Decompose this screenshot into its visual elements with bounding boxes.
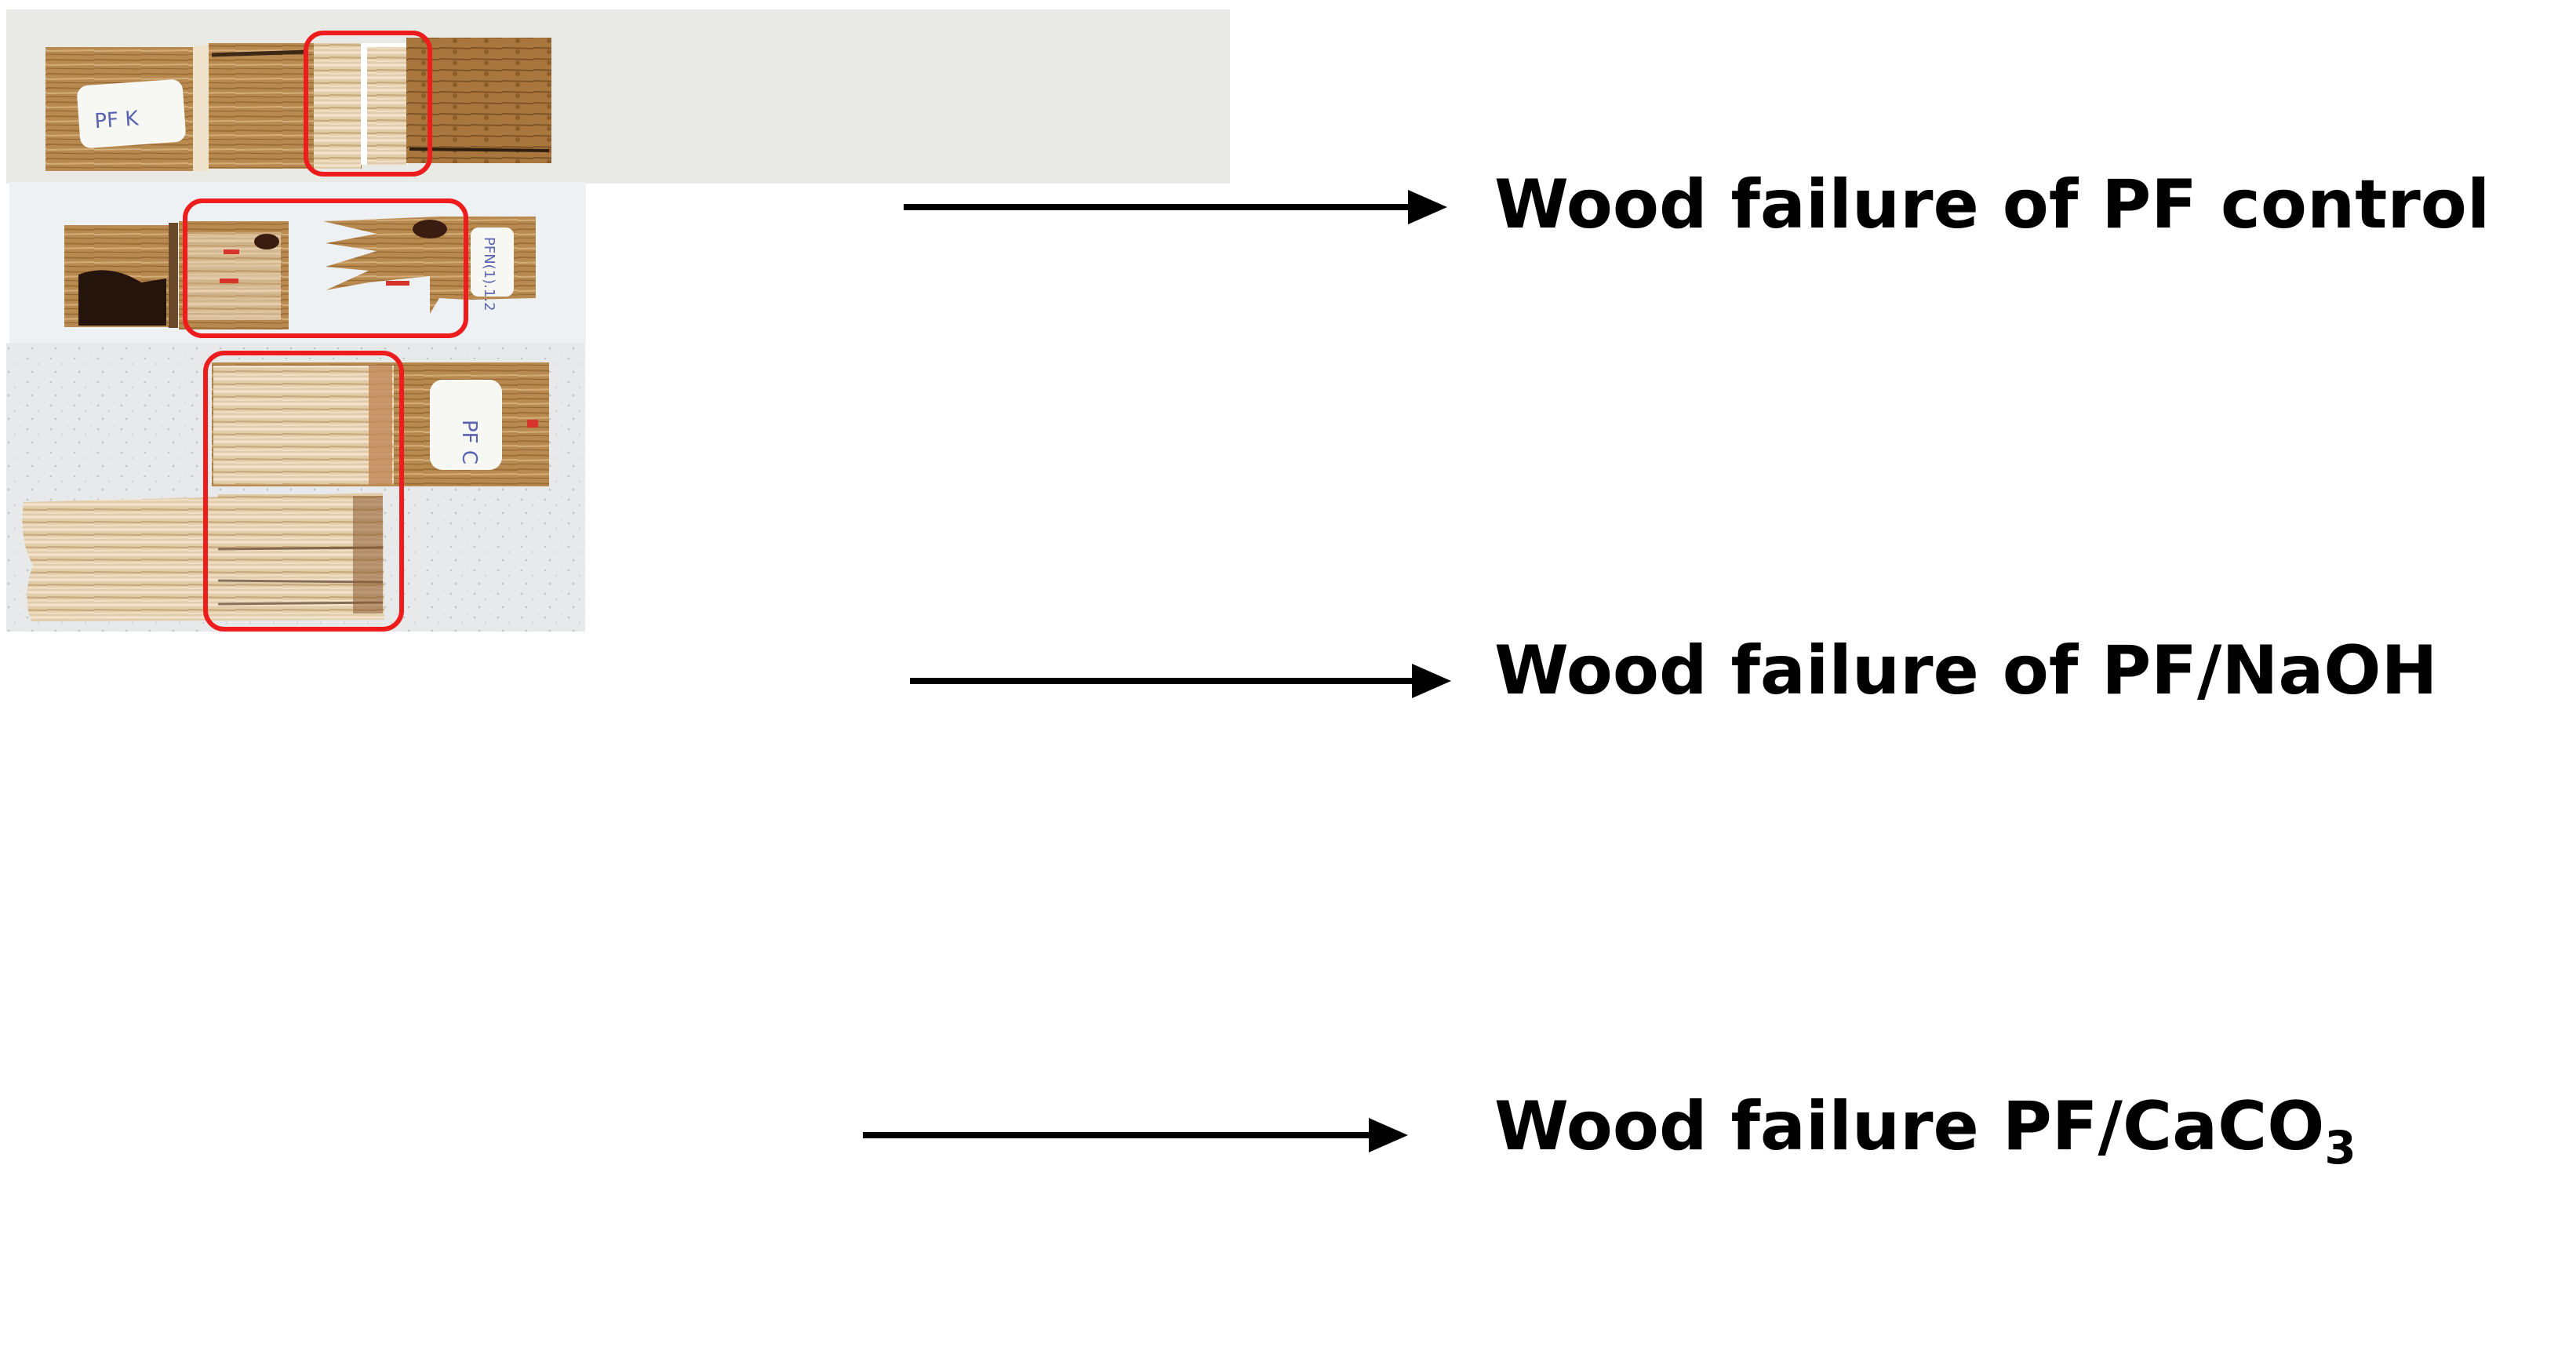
sample-label-pf-c: PF C <box>457 420 481 464</box>
highlight-box-pf-control <box>304 31 432 177</box>
arrow-pf-naoh <box>910 664 1451 698</box>
photo-pf-caco3: PF C <box>6 343 585 632</box>
highlight-box-pf-caco3 <box>203 351 404 632</box>
caption-pf-caco3-subscript: 3 <box>2324 1121 2356 1174</box>
photo-pf-control: PF K <box>6 9 1230 184</box>
sample-label-pf-naoh: PFN(1).1.2 <box>481 237 497 311</box>
caption-pf-control: Wood failure of PF control <box>1494 166 2490 244</box>
arrow-pf-caco3 <box>863 1118 1408 1152</box>
caption-pf-naoh: Wood failure of PF/NaOH <box>1494 632 2438 710</box>
sample-label-pf-k: PF K <box>94 107 140 133</box>
arrow-pf-control <box>904 190 1447 224</box>
caption-pf-caco3-text: Wood failure PF/CaCO <box>1494 1087 2325 1166</box>
highlight-box-pf-naoh <box>183 198 468 338</box>
photo-pf-naoh: PFN(1).1.2 <box>9 182 586 343</box>
caption-pf-caco3: Wood failure PF/CaCO3 <box>1494 1093 2356 1170</box>
specimen-photos: PF K PFN(1).1.2 PF C <box>6 9 1230 632</box>
